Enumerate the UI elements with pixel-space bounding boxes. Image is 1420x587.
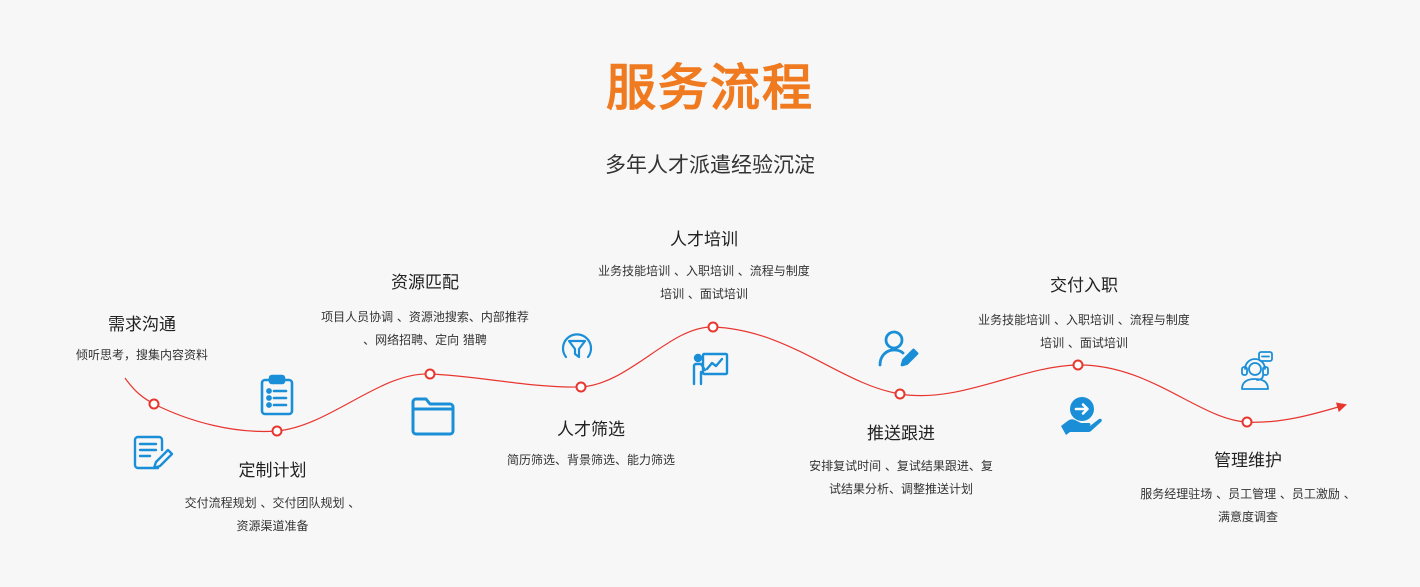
- step-talent-screening: 人才筛选 简历筛选、背景筛选、能力筛选: [478, 418, 704, 472]
- step-requirement-communication: 需求沟通 倾听思考，搜集内容资料: [62, 313, 222, 367]
- step-push-followup: 推送跟进 安排复试时间 、复试结果跟进、复试结果分析、调整推送计划: [806, 422, 996, 501]
- page-subtitle: 多年人才派遣经验沉淀: [605, 153, 815, 177]
- step-desc: 交付流程规划 、交付团队规划 、资源渠道准备: [184, 496, 361, 533]
- step-name: 推送跟进: [867, 424, 935, 444]
- flow-node: [1241, 416, 1253, 428]
- filter-icon: [557, 328, 601, 372]
- flow-node: [894, 388, 906, 400]
- step-name: 人才培训: [670, 230, 738, 250]
- flow-node: [575, 381, 587, 393]
- step-name: 人才筛选: [557, 420, 625, 440]
- step-name: 交付入职: [1050, 276, 1118, 296]
- step-desc: 安排复试时间 、复试结果跟进、复试结果分析、调整推送计划: [809, 459, 993, 496]
- step-desc: 服务经理驻场 、员工管理 、员工激励 、满意度调查: [1140, 487, 1356, 524]
- step-name: 定制计划: [238, 461, 307, 481]
- step-custom-plan: 定制计划 交付流程规划 、交付团队规划 、资源渠道准备: [180, 459, 365, 538]
- step-name: 资源匹配: [391, 273, 459, 293]
- clipboard-checklist-icon: [255, 373, 299, 417]
- user-edit-icon: [876, 327, 920, 371]
- flow-node: [148, 398, 160, 410]
- step-desc: 倾听思考，搜集内容资料: [75, 348, 208, 362]
- support-agent-icon: [1234, 349, 1276, 391]
- flow-node: [271, 425, 283, 437]
- step-name: 管理维护: [1214, 451, 1282, 471]
- page-title: 服务流程: [606, 59, 814, 117]
- step-desc: 业务技能培训 、入职培训 、流程与制度培训 、面试培训: [978, 313, 1190, 350]
- step-desc: 简历筛选、背景筛选、能力筛选: [506, 453, 675, 467]
- hand-arrow-icon: [1058, 392, 1104, 438]
- step-management-maintenance: 管理维护 服务经理驻场 、员工管理 、员工激励 、满意度调查: [1140, 449, 1356, 529]
- flow-line: [124, 326, 1347, 433]
- folder-icon: [409, 394, 457, 438]
- step-desc: 业务技能培训 、入职培训 、流程与制度培训 、面试培训: [598, 264, 810, 301]
- presentation-board-icon: [691, 348, 735, 392]
- step-talent-training: 人才培训 业务技能培训 、入职培训 、流程与制度培训 、面试培训: [596, 228, 812, 306]
- step-desc: 项目人员协调 、资源池搜索、内部推荐 、网络招聘、定向 猎聘: [321, 310, 529, 347]
- step-resource-matching: 资源匹配 项目人员协调 、资源池搜索、内部推荐 、网络招聘、定向 猎聘: [318, 271, 532, 352]
- edit-document-icon: [130, 432, 174, 476]
- flow-node: [1072, 359, 1084, 371]
- flow-node: [424, 368, 436, 380]
- flow-node: [707, 321, 719, 333]
- step-name: 需求沟通: [108, 315, 176, 335]
- step-delivery-onboarding: 交付入职 业务技能培训 、入职培训 、流程与制度培训 、面试培训: [976, 274, 1192, 355]
